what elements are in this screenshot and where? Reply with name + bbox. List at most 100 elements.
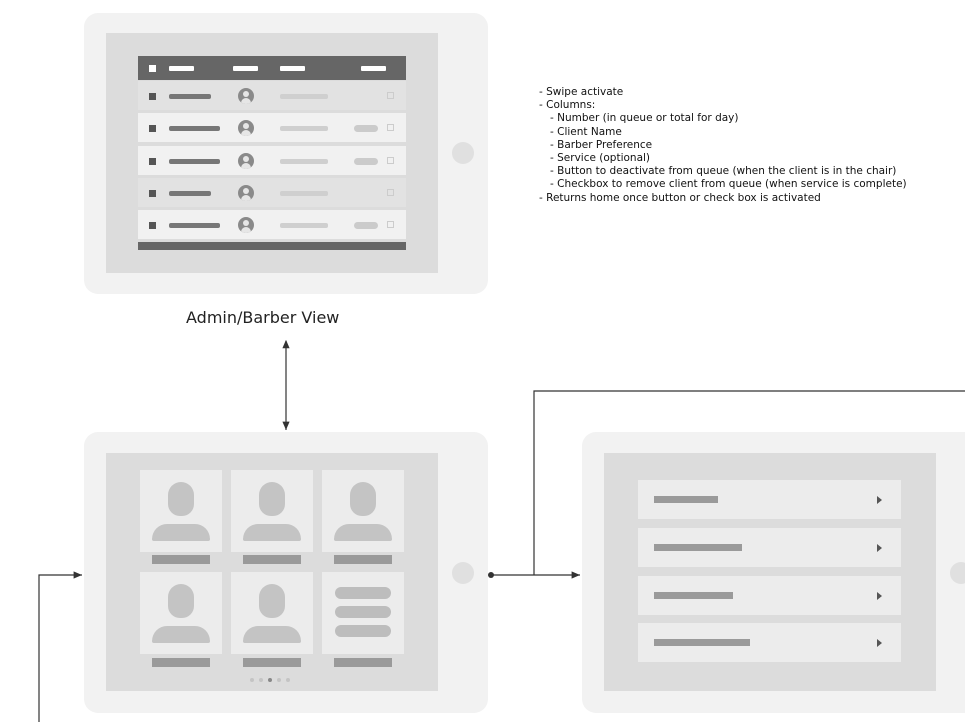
service-bar xyxy=(280,223,328,228)
remove-checkbox[interactable] xyxy=(387,124,394,131)
note-sub-item: - Button to deactivate from queue (when … xyxy=(550,165,897,178)
note-sub-item: - Service (optional) xyxy=(550,152,651,165)
barber-name-bar xyxy=(152,658,210,667)
table-row[interactable] xyxy=(138,178,406,207)
avatar-icon xyxy=(238,120,254,136)
service-bar xyxy=(280,159,328,164)
barber-name-bar xyxy=(243,658,301,667)
service-list-item[interactable] xyxy=(638,480,901,519)
table-row[interactable] xyxy=(138,81,406,110)
page-dot[interactable] xyxy=(286,678,290,682)
table-footer xyxy=(138,242,406,250)
person-silhouette-icon xyxy=(259,482,285,516)
avatar-icon xyxy=(238,88,254,104)
barber-name-bar xyxy=(334,555,392,564)
person-silhouette-body xyxy=(243,626,301,643)
note-sub-item: - Barber Preference xyxy=(550,138,653,151)
service-list-item[interactable] xyxy=(638,623,901,662)
barber-card[interactable] xyxy=(322,470,404,552)
service-list-item[interactable] xyxy=(638,576,901,615)
avatar-icon xyxy=(238,217,254,233)
note-line: - Returns home once button or check box … xyxy=(539,191,821,204)
person-silhouette-icon xyxy=(350,482,376,516)
page-dot[interactable] xyxy=(277,678,281,682)
header-col-service xyxy=(280,66,305,71)
deactivate-button[interactable] xyxy=(354,158,378,165)
service-list-item[interactable] xyxy=(638,528,901,567)
play-arrow-icon xyxy=(877,496,882,504)
table-header xyxy=(138,56,406,80)
service-name-bar xyxy=(654,544,742,551)
note-line: - Swipe activate xyxy=(539,86,624,98)
header-col-action xyxy=(361,66,386,71)
note-sub-item: - Checkbox to remove client from queue (… xyxy=(550,178,907,191)
deactivate-button[interactable] xyxy=(354,222,378,229)
play-arrow-icon xyxy=(877,592,882,600)
notes-block: - Swipe activate - Columns: - Number (in… xyxy=(539,86,965,205)
home-button[interactable] xyxy=(452,142,474,164)
service-name-bar xyxy=(654,496,718,503)
client-name-bar xyxy=(169,159,220,164)
service-name-bar xyxy=(654,639,750,646)
top-right-connector xyxy=(533,390,965,575)
home-to-services-arrow xyxy=(488,571,580,579)
header-col-barber xyxy=(233,66,258,71)
remove-checkbox[interactable] xyxy=(387,221,394,228)
menu-line xyxy=(335,625,391,637)
left-return-arrow xyxy=(38,571,82,722)
person-silhouette-icon xyxy=(168,584,194,618)
service-name-bar xyxy=(654,592,733,599)
note-line: - Columns: xyxy=(539,99,596,112)
row-number-marker xyxy=(149,125,156,132)
page-dot[interactable] xyxy=(259,678,263,682)
service-bar xyxy=(280,94,328,99)
note-sub-item: - Client Name xyxy=(550,125,622,138)
remove-checkbox[interactable] xyxy=(387,189,394,196)
person-silhouette-icon xyxy=(168,482,194,516)
queue-table xyxy=(138,56,406,250)
barber-card[interactable] xyxy=(140,470,222,552)
avatar-icon xyxy=(238,185,254,201)
table-row[interactable] xyxy=(138,210,406,239)
pagination-dots[interactable] xyxy=(250,678,300,684)
home-button[interactable] xyxy=(950,562,965,584)
header-number-marker xyxy=(149,65,156,72)
table-row[interactable] xyxy=(138,113,406,142)
admin-view-caption: Admin/Barber View xyxy=(186,308,340,327)
note-sub-item: - Number (in queue or total for day) xyxy=(550,112,739,125)
person-silhouette-body xyxy=(152,626,210,643)
client-name-bar xyxy=(169,191,211,196)
page-dot-active[interactable] xyxy=(268,678,272,682)
service-bar xyxy=(280,191,328,196)
deactivate-button[interactable] xyxy=(354,125,378,132)
person-silhouette-body xyxy=(152,524,210,541)
barber-card[interactable] xyxy=(231,572,313,654)
remove-checkbox[interactable] xyxy=(387,157,394,164)
row-number-marker xyxy=(149,190,156,197)
client-name-bar xyxy=(169,94,211,99)
avatar-icon xyxy=(238,153,254,169)
row-number-marker xyxy=(149,222,156,229)
play-arrow-icon xyxy=(877,639,882,647)
table-row[interactable] xyxy=(138,146,406,175)
row-number-marker xyxy=(149,158,156,165)
client-name-bar xyxy=(169,223,220,228)
page-dot[interactable] xyxy=(250,678,254,682)
person-silhouette-icon xyxy=(259,584,285,618)
home-button[interactable] xyxy=(452,562,474,584)
client-name-bar xyxy=(169,126,220,131)
service-bar xyxy=(280,126,328,131)
barber-card[interactable] xyxy=(231,470,313,552)
person-silhouette-body xyxy=(243,524,301,541)
more-options-card[interactable] xyxy=(322,572,404,654)
menu-lines-icon xyxy=(335,587,391,599)
more-options-label-bar xyxy=(334,658,392,667)
person-silhouette-body xyxy=(334,524,392,541)
remove-checkbox[interactable] xyxy=(387,92,394,99)
header-col-name xyxy=(169,66,194,71)
play-arrow-icon xyxy=(877,544,882,552)
barber-card[interactable] xyxy=(140,572,222,654)
barber-name-bar xyxy=(152,555,210,564)
barber-name-bar xyxy=(243,555,301,564)
